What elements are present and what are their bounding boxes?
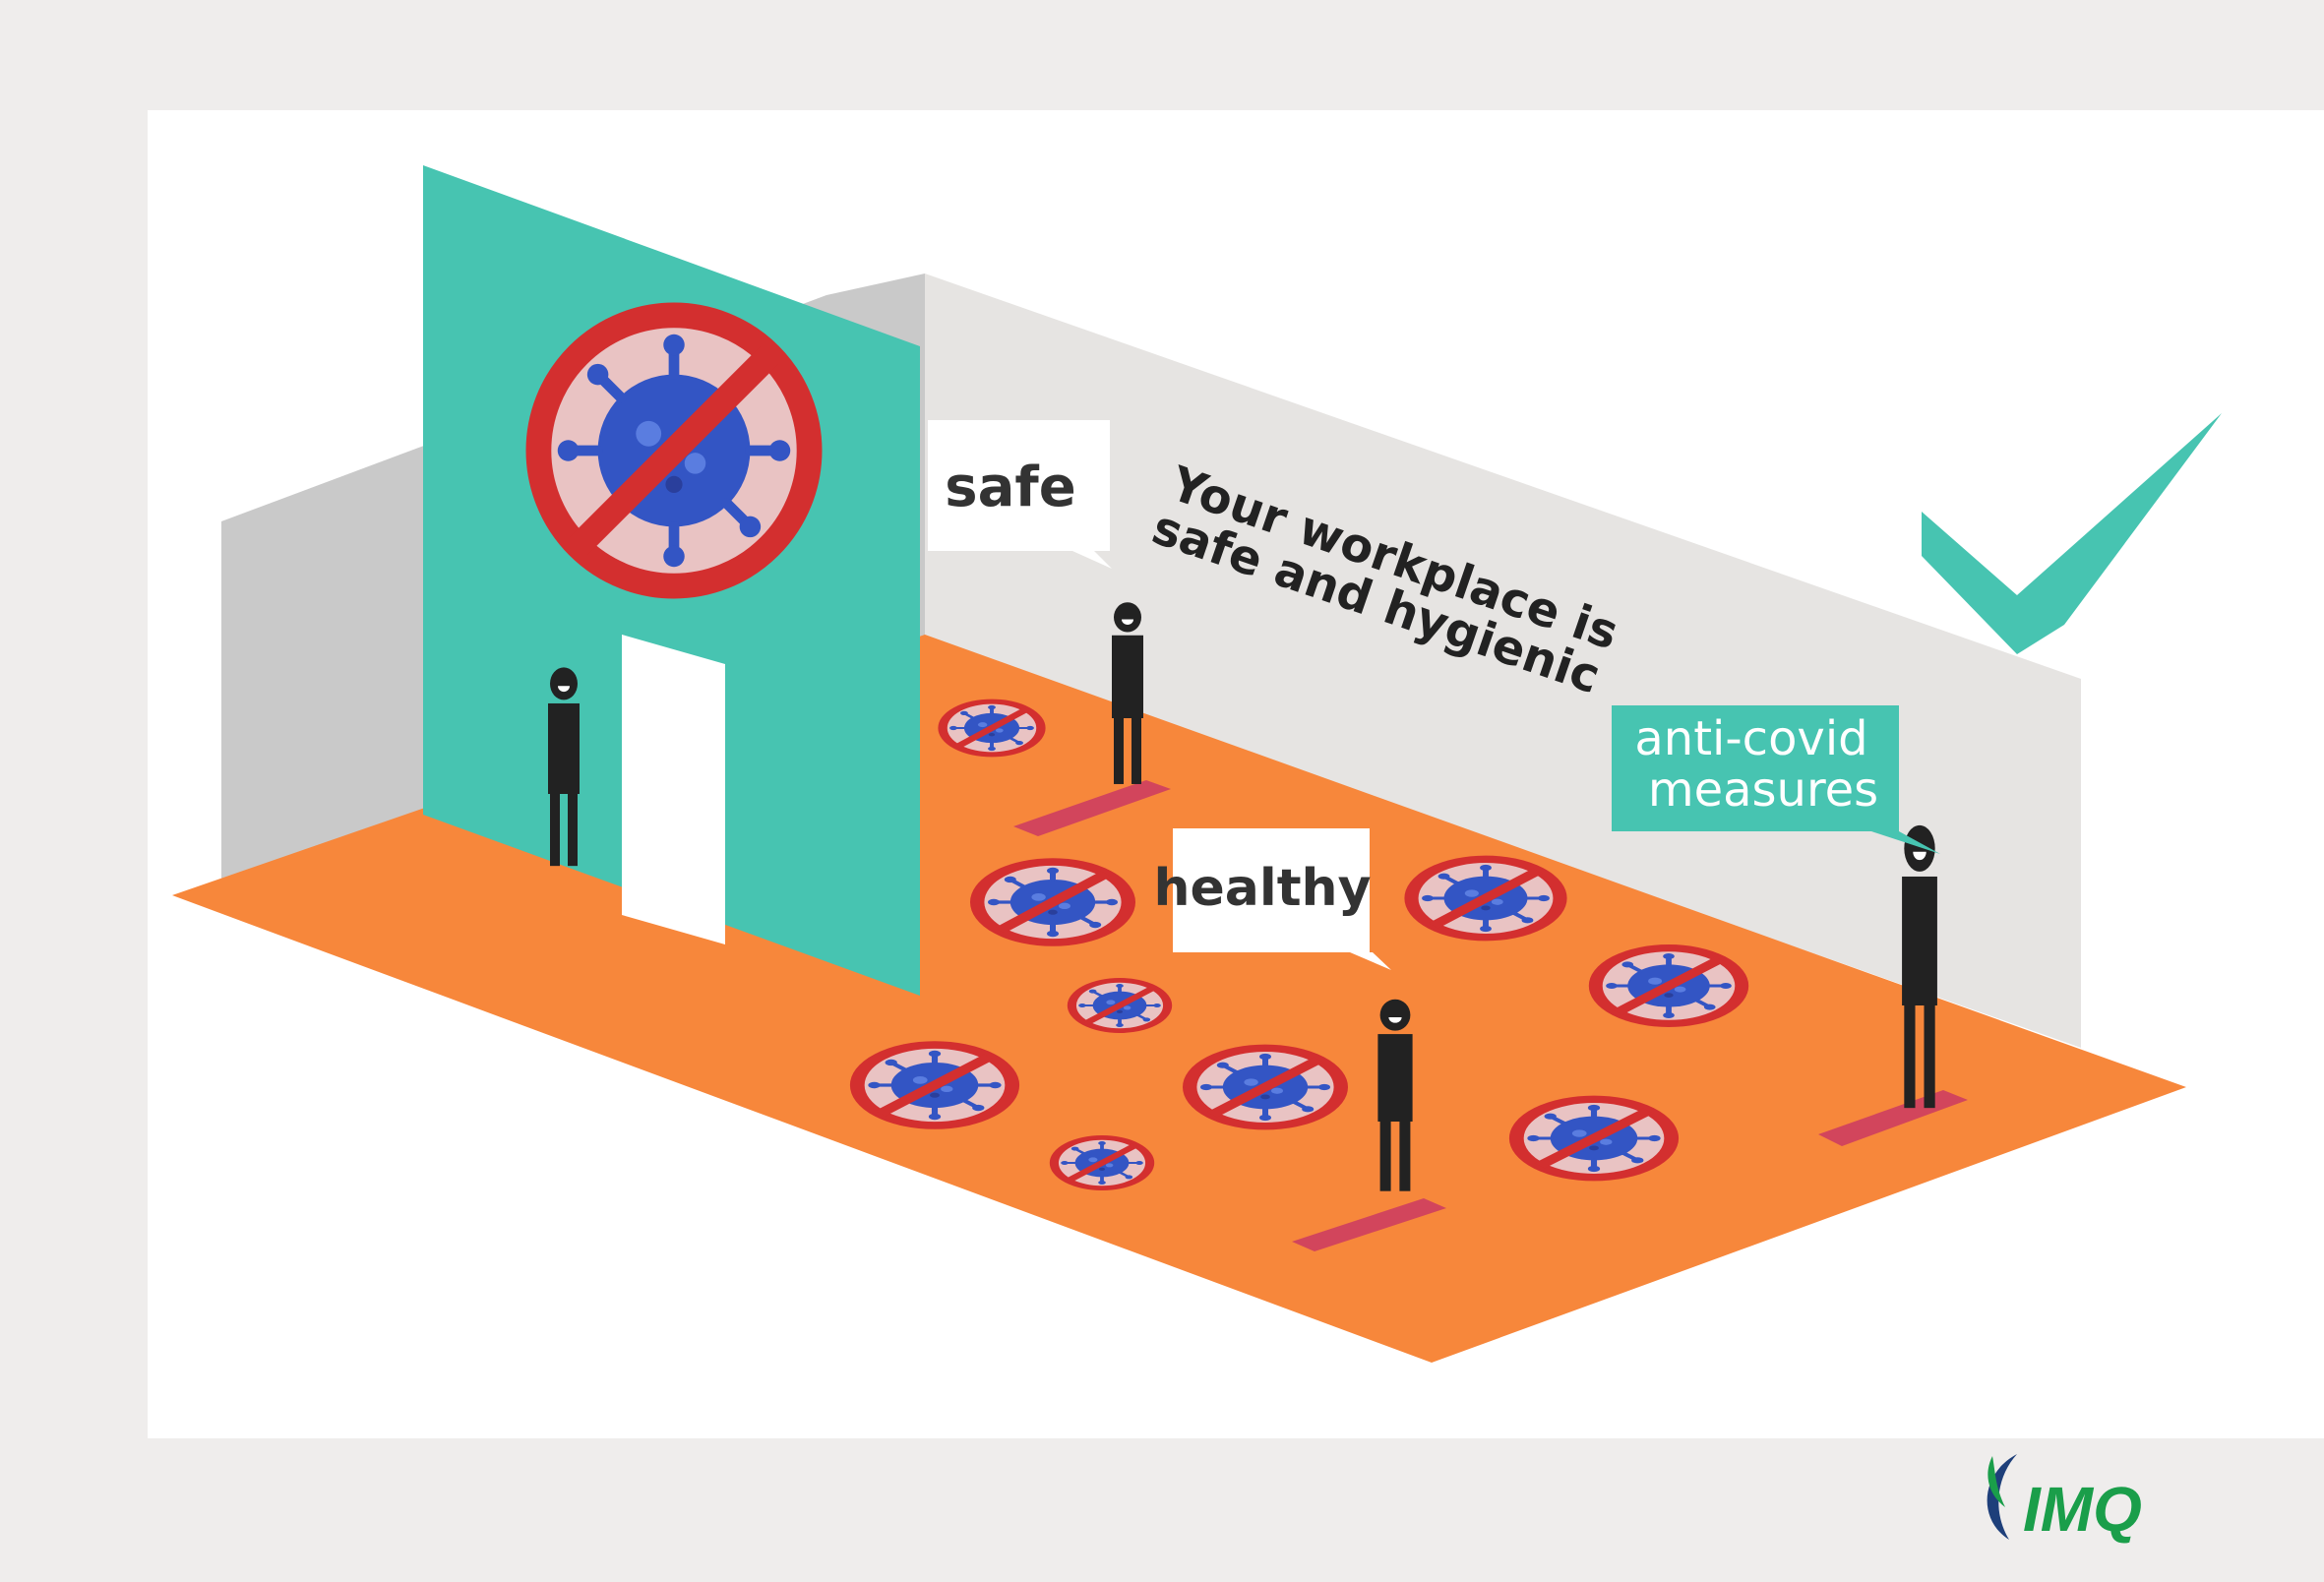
anti-covid-bubble: anti-covid measures — [1612, 705, 1940, 854]
logo-leaf-icon — [1988, 1456, 2005, 1507]
floor-sign — [857, 1045, 1011, 1126]
measures-label: measures — [1648, 762, 1878, 818]
floor-sign — [977, 862, 1129, 943]
floor-sign — [1054, 1137, 1149, 1187]
door — [622, 635, 725, 944]
floor-sign — [1596, 948, 1742, 1024]
safe-bubble: safe — [928, 420, 1112, 569]
floor-sign — [1190, 1048, 1341, 1126]
floor-sign — [1516, 1099, 1671, 1177]
safe-label: safe — [945, 456, 1075, 519]
floor-sign — [1411, 859, 1560, 937]
logo-text: IMQ — [2023, 1474, 2142, 1545]
imq-logo: IMQ — [1987, 1454, 2142, 1545]
floor-mat — [1013, 780, 1171, 836]
no-virus-icon — [538, 315, 809, 585]
floor-mat — [1292, 1198, 1446, 1251]
healthy-label: healthy — [1154, 859, 1372, 918]
anti-covid-label: anti-covid — [1634, 711, 1867, 766]
floor-sign — [943, 701, 1041, 755]
floor-sign — [1071, 980, 1167, 1030]
back-wall-light — [925, 274, 2081, 1048]
checkmark-icon — [1922, 413, 2222, 654]
healthy-bubble: healthy — [1154, 828, 1391, 970]
